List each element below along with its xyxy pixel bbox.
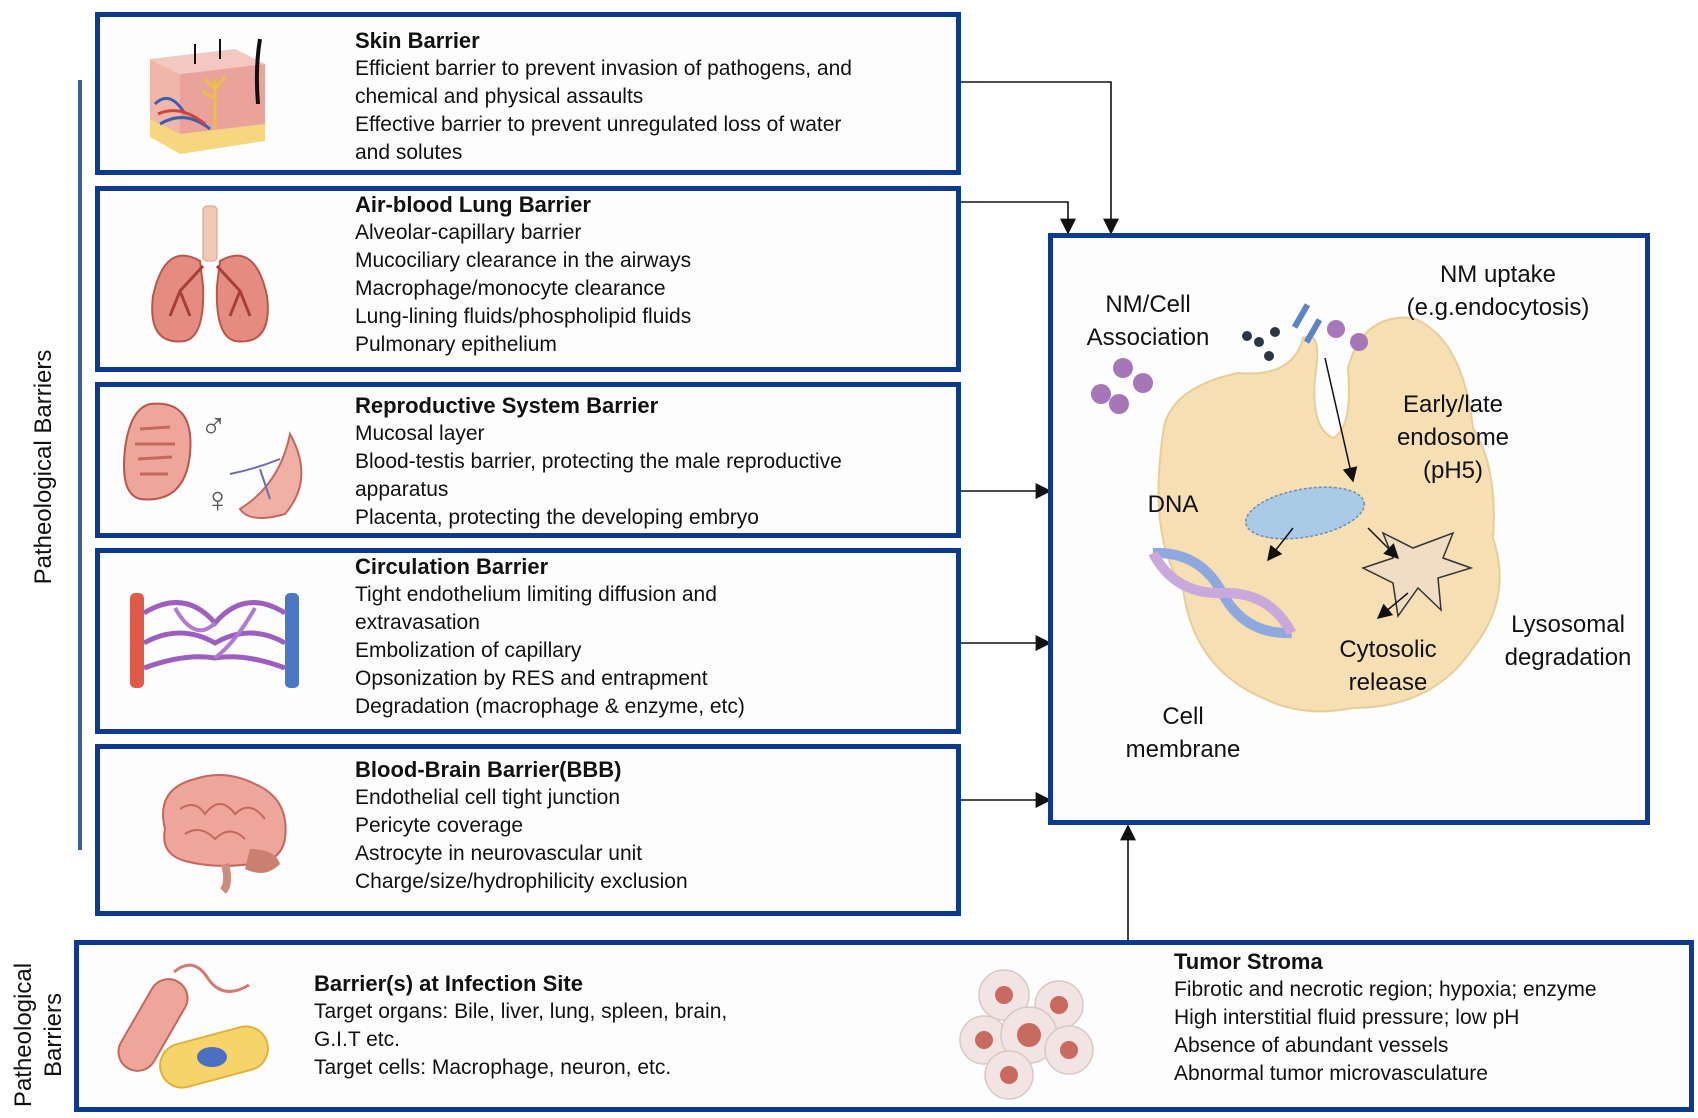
skin-barrier-line: Efficient barrier to prevent invasion of… (355, 57, 852, 80)
skin-layers-icon (150, 38, 265, 154)
circulation-barrier-line: Opsonization by RES and entrapment (355, 667, 708, 690)
lung-barrier-line: Lung-lining fluids/phospholipid fluids (355, 305, 692, 328)
label-line: NM/Cell (1105, 291, 1191, 318)
male-symbol: ♂ (200, 405, 227, 446)
pathological-barriers-box: Barrier(s) at Infection Site Target orga… (74, 940, 1694, 1112)
skin-barrier-line: and solutes (355, 141, 463, 164)
reproductive-barrier-line: Placenta, protecting the developing embr… (355, 506, 759, 529)
dna-label: DNA (1147, 491, 1199, 518)
nm-uptake-label: NM uptake (e.g.endocytosis) (1383, 258, 1613, 324)
tumor-stroma-line: High interstitial fluid pressure; low pH (1174, 1006, 1520, 1029)
reproductive-barrier-line: Blood-testis barrier, protecting the mal… (355, 450, 842, 473)
label-line: Cell (1162, 703, 1204, 730)
cell-uptake-panel: NM/Cell Association NM uptake (e.g.endoc… (1048, 233, 1650, 825)
bacteria-icon (117, 963, 269, 1089)
circulation-barrier-line: Tight endothelium limiting diffusion and (355, 583, 717, 606)
lung-barrier-line: Mucociliary clearance in the airways (355, 249, 692, 272)
label-line: Patheological (10, 962, 37, 1108)
lung-barrier-box: Air-blood Lung Barrier Alveolar-capillar… (95, 186, 961, 372)
capillary-network-icon (130, 593, 299, 688)
bbb-barrier-line: Pericyte coverage (355, 814, 524, 837)
lung-barrier-line: Macrophage/monocyte clearance (355, 277, 666, 300)
lung-barrier-line: Pulmonary epithelium (355, 333, 557, 356)
lungs-icon (151, 205, 269, 343)
circulation-barrier-line: Embolization of capillary (355, 639, 582, 662)
lung-barrier-line: Alveolar-capillary barrier (355, 221, 582, 244)
label-line: (pH5) (1422, 457, 1483, 484)
skin-barrier-box: Skin Barrier Efficient barrier to preven… (95, 12, 961, 175)
reproductive-organs-icon (123, 402, 303, 519)
label-line: Cytosolic (1339, 636, 1437, 663)
tumor-stroma-title: Tumor Stroma (1174, 949, 1323, 974)
reproductive-barrier-box: ♂ ♀ Reproductive System Barrier Mucosal … (95, 382, 961, 538)
label-line: Barriers (40, 993, 67, 1078)
circulation-barrier-line: Degradation (macrophage & enzyme, etc) (355, 695, 745, 718)
tumor-cells-icon (959, 969, 1094, 1100)
brain-icon (162, 774, 287, 894)
lung-to-cell-arrow (961, 201, 1076, 235)
bbb-barrier-line: Endothelial cell tight junction (355, 786, 621, 809)
infection-site-title: Barrier(s) at Infection Site (314, 971, 583, 996)
female-symbol: ♀ (204, 479, 231, 520)
skin-barrier-line: chemical and physical assaults (355, 85, 644, 108)
cytosolic-release-label: Cytosolic release (1323, 633, 1453, 699)
lysosome (1361, 531, 1474, 618)
endosome-label: Early/late endosome (pH5) (1383, 388, 1523, 487)
bbb-barrier-line: Charge/size/hydrophilicity exclusion (355, 870, 688, 893)
reproductive-barrier-title: Reproductive System Barrier (355, 393, 659, 418)
circulation-barrier-box: Circulation Barrier Tight endothelium li… (95, 548, 961, 734)
circulation-barrier-title: Circulation Barrier (355, 554, 549, 579)
tumor-stroma-line: Fibrotic and necrotic region; hypoxia; e… (1174, 978, 1597, 1001)
bbb-barrier-title: Blood-Brain Barrier(BBB) (355, 757, 622, 782)
tumor-stroma-line: Abnormal tumor microvasculature (1174, 1062, 1488, 1085)
dna-helix (1148, 547, 1296, 639)
label-line: Early/late (1402, 391, 1504, 418)
lung-barrier-title: Air-blood Lung Barrier (355, 192, 591, 217)
nanoparticles-uptake (1242, 303, 1368, 361)
cell-illustration (1091, 303, 1501, 713)
reproductive-barrier-line: apparatus (355, 478, 449, 501)
label-line: Association (1086, 324, 1210, 351)
cell-membrane-label: Cell membrane (1113, 700, 1253, 766)
skin-barrier-title: Skin Barrier (355, 28, 480, 53)
pathological-barriers-label: Patheological Barriers (9, 960, 69, 1110)
endosome (1245, 486, 1365, 540)
infection-site-line: G.I.T etc. (314, 1028, 400, 1051)
label-line: endosome (1396, 424, 1510, 451)
bbb-barrier-line: Astrocyte in neurovascular unit (355, 842, 643, 865)
skin-to-cell-arrow (961, 81, 1119, 235)
tumor-stroma-line: Absence of abundant vessels (1174, 1034, 1449, 1057)
label-line: release (1348, 669, 1428, 696)
physiological-barriers-bracket (78, 80, 82, 850)
label-line: Lysosomal (1511, 611, 1625, 638)
label-line: (e.g.endocytosis) (1406, 294, 1590, 321)
label-line: NM uptake (1439, 261, 1557, 288)
lysosomal-degradation-label: Lysosomal degradation (1493, 608, 1643, 674)
reproductive-barrier-line: Mucosal layer (355, 422, 485, 445)
circulation-barrier-line: extravasation (355, 611, 480, 634)
nm-cell-association-label: NM/Cell Association (1073, 288, 1223, 354)
bbb-barrier-box: Blood-Brain Barrier(BBB) Endothelial cel… (95, 744, 961, 916)
label-line: membrane (1125, 736, 1241, 763)
label-line: degradation (1504, 644, 1632, 671)
infection-site-line: Target cells: Macrophage, neuron, etc. (314, 1056, 672, 1079)
skin-barrier-line: Effective barrier to prevent unregulated… (355, 113, 842, 136)
nanoparticles-association (1091, 358, 1153, 414)
infection-site-line: Target organs: Bile, liver, lung, spleen… (314, 1000, 728, 1023)
